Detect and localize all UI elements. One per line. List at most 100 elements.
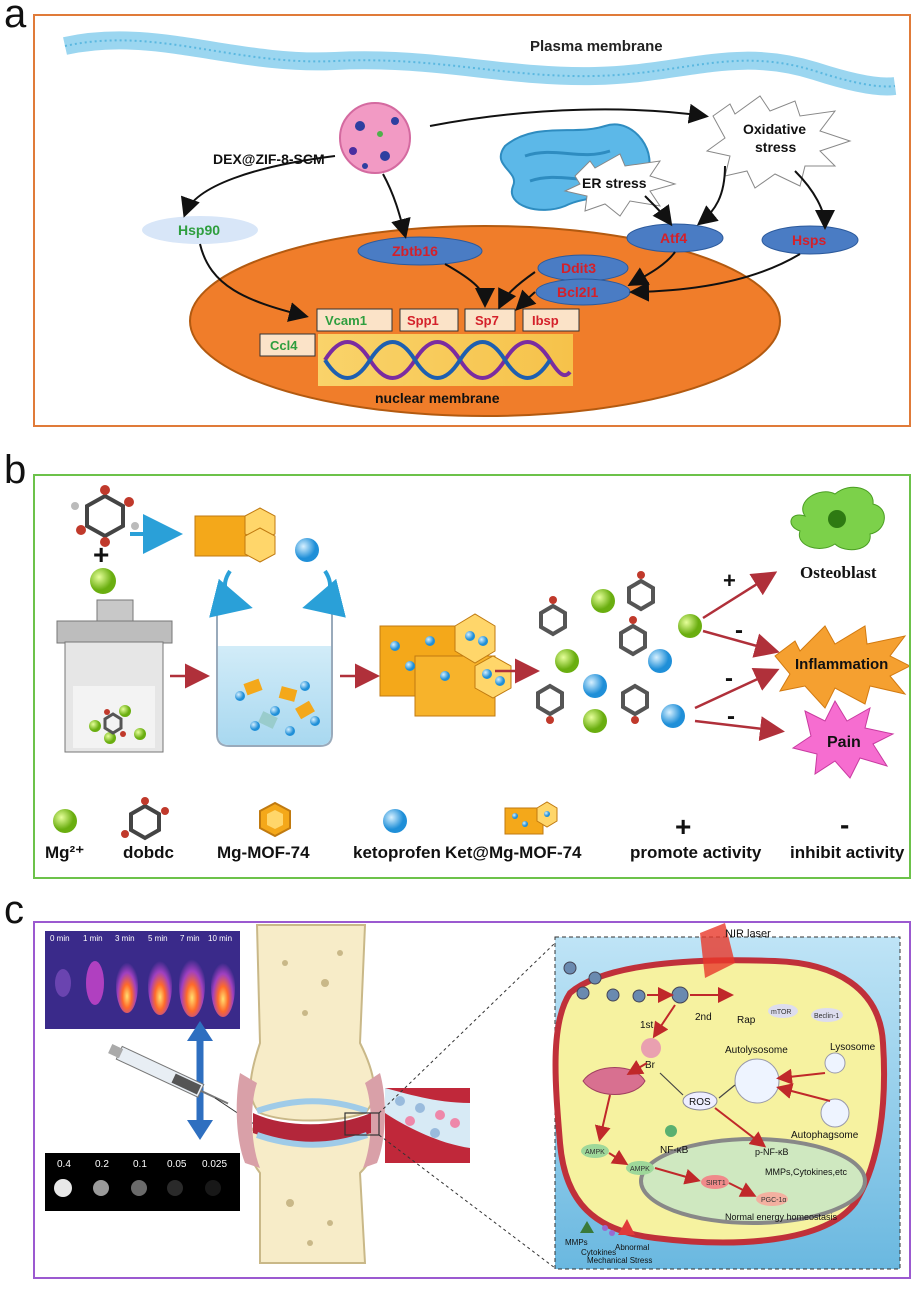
homeostasis-label: Normal energy homeostasis [725, 1212, 838, 1222]
syringe-icon [108, 1044, 229, 1105]
time-label-0: 0 min [50, 934, 70, 943]
legend-ketoprofen-icon [383, 809, 407, 833]
autophagsome-icon [820, 1098, 850, 1128]
ampk2-label: AMPK [630, 1166, 650, 1173]
hsp90-oval [142, 216, 258, 244]
gene-box-spp1 [399, 308, 459, 332]
gene-ccl4: Ccl4 [270, 338, 298, 353]
cytokines-label: Cytokines [581, 1248, 616, 1257]
ketoprofen-icon [295, 538, 319, 562]
inhibit-sign-inflammation-2: - [725, 665, 733, 692]
lysosome-label: Lysosome [830, 1042, 876, 1053]
gene-ibsp: Ibsp [532, 313, 559, 328]
oxidative-stress-label-2: stress [755, 139, 796, 155]
legend-promote: promote activity [630, 843, 762, 862]
effect-arrows [694, 571, 785, 742]
first-label: 1st [640, 1020, 654, 1031]
mmps-cyto-label: MMPs,Cytokines,etc [765, 1167, 848, 1177]
gene-box-ccl4 [259, 333, 316, 357]
pgc-oval [756, 1192, 788, 1206]
legend-mg: Mg²⁺ [45, 843, 84, 862]
thermal-frames [55, 953, 235, 1017]
beaker [216, 594, 333, 747]
er-stress-burst [563, 153, 677, 217]
inflammation-label: Inflammation [795, 656, 888, 673]
pain-label: Pain [827, 734, 861, 751]
ampk1-label: AMPK [585, 1149, 605, 1156]
hsps-oval [761, 225, 859, 255]
nanoparticle-label: DEX@ZIF-8-SCM [213, 151, 325, 167]
conc-label-0: 0.4 [57, 1159, 71, 1170]
legend-mg-icon [53, 809, 77, 833]
legend-dobdc: dobdc [123, 843, 174, 862]
time-label-5: 10 min [208, 934, 232, 943]
reactor-vessel [56, 599, 173, 753]
ket-mof-cluster [379, 613, 512, 717]
plasma-membrane [63, 31, 897, 96]
panel-b-frame [33, 474, 911, 879]
dobdc-molecule-icon [71, 485, 139, 547]
released-components [536, 571, 702, 733]
inhibit-sign-inflammation-1: - [735, 617, 743, 644]
ddit3-label: Ddit3 [561, 260, 596, 276]
sirt1-oval [701, 1175, 729, 1189]
zoom-box [344, 1112, 380, 1136]
time-label-3: 5 min [148, 934, 168, 943]
zoom-lines [378, 942, 556, 1269]
beclin-oval [811, 1008, 843, 1022]
gene-box-vcam1 [316, 308, 393, 332]
pnfkb-label: p-NF-κB [755, 1147, 789, 1157]
panel-letter-b: b [4, 448, 27, 492]
zbtb16-oval [357, 236, 483, 266]
panel-b-diagram: + [45, 485, 909, 862]
dna-strands [323, 340, 572, 380]
pain-burst [791, 699, 895, 779]
panel-c-diagram: 0 min 1 min 3 min 5 min 7 min 10 min 0.4… [45, 923, 901, 1270]
gene-sp7: Sp7 [475, 313, 499, 328]
mech-stress-label: Mechanical Stress [587, 1256, 652, 1265]
legend-minus: - [840, 809, 849, 840]
conc-label-3: 0.05 [167, 1159, 187, 1170]
ampk2-oval [626, 1161, 654, 1175]
br-label: Br [645, 1060, 656, 1071]
nfkb-icon [665, 1125, 677, 1137]
autophagsome-label: Autophagsome [791, 1130, 859, 1141]
bcl2l1-label: Bcl2l1 [557, 284, 598, 300]
second-label: 2nd [695, 1012, 712, 1023]
conc-label-2: 0.1 [133, 1159, 147, 1170]
osteoblast-nucleus [828, 510, 846, 528]
nir-laser-beam [700, 923, 735, 978]
legend-ket-mof-icon [504, 801, 558, 835]
legend: Mg²⁺ dobdc Mg-MOF-74 ketoprofen Ket@Mg-M… [45, 797, 905, 862]
ampk1-oval [581, 1144, 609, 1158]
gene-vcam1: Vcam1 [325, 313, 367, 328]
mixing-arrows [209, 569, 346, 618]
legend-ketoprofen: ketoprofen [353, 843, 441, 862]
legend-dobdc-icon [129, 803, 161, 841]
legend-mg-mof-74: Mg-MOF-74 [217, 843, 310, 862]
ros-oval [682, 1091, 718, 1111]
panel-a-diagram: Plasma membrane nuclear membrane Vcam1 S… [63, 31, 897, 417]
panel-a-arrows [180, 103, 835, 322]
nfkb-label: NF-κB [660, 1145, 689, 1156]
mmps-label: MMPs [565, 1238, 588, 1247]
stimuli-icons [580, 1219, 635, 1236]
legend-plus: + [675, 811, 691, 842]
beclin-label: Beclin-1 [814, 1013, 839, 1020]
inflammation-burst [774, 625, 909, 709]
panel-c-frame [33, 921, 911, 1279]
mechanism-arrows [594, 987, 831, 1197]
abnormal-label: Abnormal [615, 1243, 649, 1252]
time-label-2: 3 min [115, 934, 135, 943]
gene-box-ibsp [522, 308, 580, 332]
panel-letter-c: c [4, 888, 24, 932]
autolysosome-label: Autolysosome [725, 1045, 788, 1056]
osteoblast-label: Osteoblast [800, 563, 877, 582]
panel-letter-a: a [4, 0, 27, 36]
conc-label-1: 0.2 [95, 1159, 109, 1170]
panel-a-frame [33, 14, 911, 427]
mg-mof-74-crystal-icon [194, 507, 276, 563]
lysosome-icon [824, 1052, 846, 1074]
zbtb16-label: Zbtb16 [392, 243, 438, 259]
sirt1-label: SIRT1 [706, 1180, 726, 1187]
